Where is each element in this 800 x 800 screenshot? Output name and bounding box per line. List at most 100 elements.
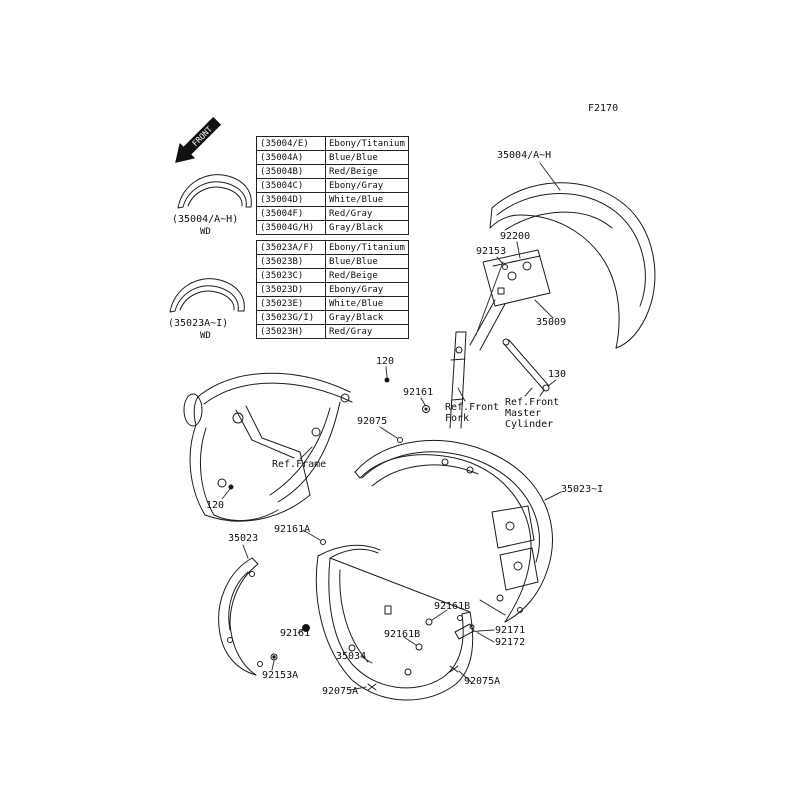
part-number-cell: (35004F) — [256, 206, 326, 221]
part-number-cell: (35004C) — [256, 178, 326, 193]
fastener-icons — [228, 264, 508, 691]
front-arrow-icon: FRONT — [175, 117, 221, 163]
part-number-cell: (35023E) — [256, 296, 326, 311]
table-row: (35023B)Blue/Blue — [256, 254, 409, 269]
part-number-cell: (35004A) — [256, 150, 326, 165]
frame-drawing — [183, 372, 353, 522]
callout-130: 130 — [548, 369, 567, 380]
callout-92153: 92153 — [476, 246, 507, 257]
callout-92200: 92200 — [500, 231, 531, 242]
color-cell: White/Blue — [325, 192, 409, 207]
color-cell: Ebony/Gray — [325, 282, 409, 297]
front-fork-drawing — [449, 331, 467, 429]
bolt-icon — [415, 643, 423, 651]
callout-92075A-left: 92075A — [322, 686, 359, 697]
master-cylinder-drawing — [502, 338, 550, 397]
color-cell: Gray/Black — [325, 310, 409, 325]
front-fender-drawing — [469, 182, 656, 351]
callout-120-bottom: 120 — [206, 500, 225, 511]
color-cell: Gray/Black — [325, 220, 409, 235]
part-number-cell: (35004/E) — [256, 136, 326, 151]
rear-fender-color-table: (35023A/F)Ebony/Titanium (35023B)Blue/Bl… — [256, 240, 409, 339]
color-cell: Ebony/Titanium — [325, 240, 409, 255]
callout-120-top: 120 — [376, 356, 395, 367]
callout-rear-fender-assy: 35023~I — [561, 484, 604, 495]
table-row: (35004/E)Ebony/Titanium — [256, 136, 409, 151]
color-cell: Blue/Blue — [325, 254, 409, 269]
table-row: (35004G/H)Gray/Black — [256, 220, 409, 235]
callout-ref-front-fork: Ref.Front Fork — [445, 402, 500, 424]
part-number-cell: (35004D) — [256, 192, 326, 207]
clip-icon — [449, 665, 459, 673]
table-row: (35023E)White/Blue — [256, 296, 409, 311]
bolt-icon — [302, 624, 310, 632]
table-row: (35004D)White/Blue — [256, 192, 409, 207]
color-cell: Red/Gray — [325, 206, 409, 221]
table-row: (35023H)Red/Gray — [256, 324, 409, 339]
pin-icon — [469, 624, 475, 630]
color-cell: Ebony/Titanium — [325, 136, 409, 151]
callout-92171: 92171 — [495, 625, 526, 636]
washer-icon — [270, 653, 278, 661]
color-cell: Red/Beige — [325, 164, 409, 179]
bolt-icon — [228, 484, 234, 490]
table-row: (35004C)Ebony/Gray — [256, 178, 409, 193]
figure-code: F2170 — [588, 103, 619, 114]
table-row: (35023A/F)Ebony/Titanium — [256, 240, 409, 255]
front-fender-thumbnail — [177, 174, 252, 209]
leader-lines — [221, 162, 562, 691]
part-number-cell: (35023G/I) — [256, 310, 326, 325]
table-row: (35023C)Red/Beige — [256, 268, 409, 283]
table-row: (35004F)Red/Gray — [256, 206, 409, 221]
table-row: (35004B)Red/Beige — [256, 164, 409, 179]
part-number-cell: (35023A/F) — [256, 240, 326, 255]
callout-ref-front-master-cylinder: Ref.Front Master Cylinder — [505, 397, 560, 430]
callout-92161B-upper: 92161B — [434, 601, 471, 612]
front-fender-thumbnail-caption: (35004/A~H) — [172, 214, 239, 225]
rear-fender-front-section-drawing — [218, 557, 263, 676]
callout-92161B-lower: 92161B — [384, 629, 421, 640]
front-fender-color-table: (35004/E)Ebony/Titanium (35004A)Blue/Blu… — [256, 136, 409, 235]
callout-ref-frame: Ref.Frame — [272, 459, 327, 470]
bolt-icon — [384, 377, 390, 383]
pin-icon — [454, 623, 475, 640]
color-cell: White/Blue — [325, 296, 409, 311]
bolt-icon — [320, 539, 326, 545]
rear-fender-drawing — [354, 439, 553, 623]
front-fender-thumbnail-wd: WD — [200, 227, 211, 237]
table-row: (35023G/I)Gray/Black — [256, 310, 409, 325]
callout-92172: 92172 — [495, 637, 526, 648]
callout-92161A: 92161A — [274, 524, 311, 535]
callout-35034: 35034 — [336, 651, 367, 662]
part-number-cell: (35023B) — [256, 254, 326, 269]
color-cell: Blue/Blue — [325, 150, 409, 165]
clip-icon — [367, 683, 377, 691]
rear-fender-thumbnail — [169, 278, 245, 313]
color-cell: Red/Beige — [325, 268, 409, 283]
washer-icon — [502, 264, 508, 270]
bolt-icon — [425, 618, 433, 626]
rear-fender-thumbnail-wd: WD — [200, 331, 211, 341]
clip-icon — [397, 437, 403, 443]
callout-35009: 35009 — [536, 317, 567, 328]
part-number-cell: (35023C) — [256, 268, 326, 283]
part-number-cell: (35004G/H) — [256, 220, 326, 235]
table-row: (35023D)Ebony/Gray — [256, 282, 409, 297]
table-row: (35004A)Blue/Blue — [256, 150, 409, 165]
callout-front-fender-assy: 35004/A~H — [497, 150, 552, 161]
part-number-cell: (35023D) — [256, 282, 326, 297]
callout-92153A: 92153A — [262, 670, 299, 681]
color-cell: Red/Gray — [325, 324, 409, 339]
callout-92075A-right: 92075A — [464, 676, 501, 687]
callout-35023: 35023 — [228, 533, 259, 544]
callout-92161-bottom: 92161 — [280, 628, 311, 639]
callout-92075: 92075 — [357, 416, 388, 427]
rear-fender-thumbnail-caption: (35023A~I) — [168, 318, 229, 329]
inner-fender-drawing — [315, 544, 474, 701]
callout-92161-top: 92161 — [403, 387, 434, 398]
part-number-cell: (35023H) — [256, 324, 326, 339]
bolt-icon — [422, 405, 430, 413]
part-number-cell: (35004B) — [256, 164, 326, 179]
